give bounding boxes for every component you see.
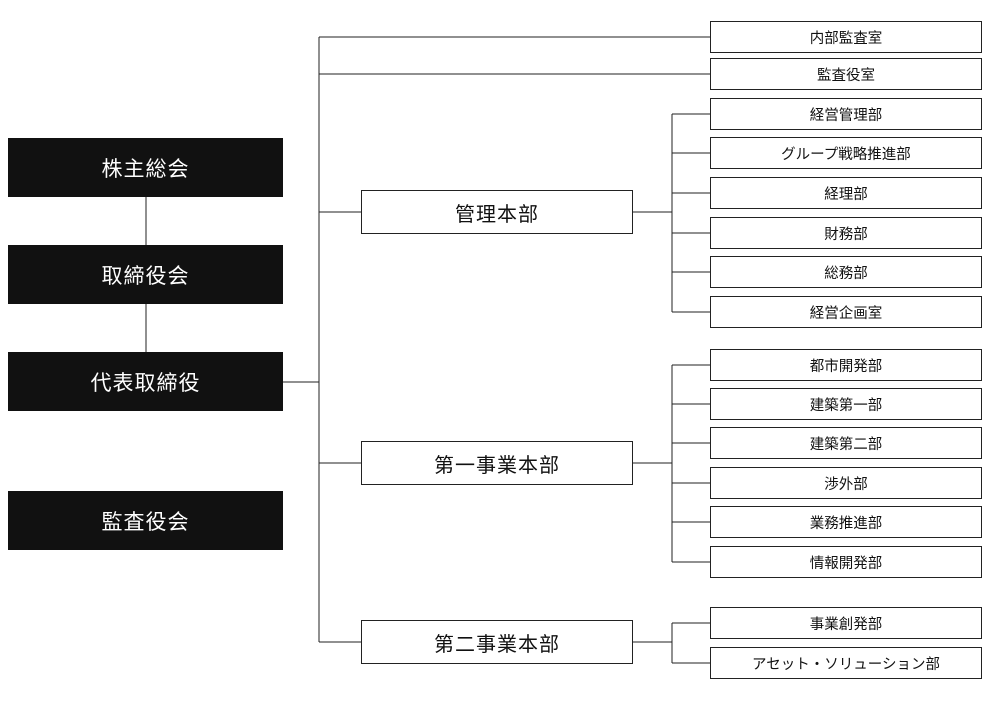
box-label: 経営企画室	[809, 305, 883, 322]
box-dept-2-1: アセット・ソリューション部	[710, 647, 982, 679]
box-internal-audit-office: 内部監査室	[710, 21, 982, 53]
box-dept-0-2: 経理部	[710, 177, 982, 209]
box-representative-director: 代表取締役	[8, 352, 283, 411]
box-division-1: 第一事業本部	[361, 441, 633, 485]
box-division-2: 第二事業本部	[361, 620, 633, 664]
box-label: 代表取締役	[90, 370, 201, 395]
box-label: 取締役会	[101, 263, 190, 288]
box-shareholders-meeting: 株主総会	[8, 138, 283, 197]
box-dept-1-0: 都市開発部	[710, 349, 982, 381]
box-label: 建築第一部	[809, 397, 883, 414]
box-label: 第二事業本部	[434, 631, 560, 656]
box-division-0: 管理本部	[361, 190, 633, 234]
box-dept-1-2: 建築第二部	[710, 427, 982, 459]
box-dept-1-3: 渉外部	[710, 467, 982, 499]
box-label: 事業創発部	[809, 616, 883, 633]
box-dept-0-5: 経営企画室	[710, 296, 982, 328]
box-dept-0-1: グループ戦略推進部	[710, 137, 982, 169]
box-label: 経理部	[824, 186, 868, 203]
box-label: グループ戦略推進部	[781, 146, 911, 163]
box-dept-1-5: 情報開発部	[710, 546, 982, 578]
box-dept-1-4: 業務推進部	[710, 506, 982, 538]
box-label: 管理本部	[455, 201, 539, 226]
box-label: 都市開発部	[809, 358, 883, 375]
box-board-of-directors: 取締役会	[8, 245, 283, 304]
box-label: 建築第二部	[809, 436, 883, 453]
box-dept-0-4: 総務部	[710, 256, 982, 288]
box-dept-2-0: 事業創発部	[710, 607, 982, 639]
box-label: 財務部	[824, 226, 868, 243]
box-dept-0-0: 経営管理部	[710, 98, 982, 130]
box-label: 情報開発部	[809, 555, 883, 572]
box-label: 内部監査室	[809, 30, 883, 47]
box-label: 渉外部	[824, 476, 868, 493]
box-label: 総務部	[824, 265, 868, 282]
box-label: 経営管理部	[809, 107, 883, 124]
box-label: 監査役会	[101, 509, 190, 534]
box-audit-board: 監査役会	[8, 491, 283, 550]
box-label: 監査役室	[817, 67, 875, 84]
box-auditor-office: 監査役室	[710, 58, 982, 90]
box-dept-1-1: 建築第一部	[710, 388, 982, 420]
box-label: 第一事業本部	[434, 452, 560, 477]
box-label: アセット・ソリューション部	[752, 656, 940, 673]
box-label: 株主総会	[101, 156, 190, 181]
box-label: 業務推進部	[809, 515, 883, 532]
box-dept-0-3: 財務部	[710, 217, 982, 249]
